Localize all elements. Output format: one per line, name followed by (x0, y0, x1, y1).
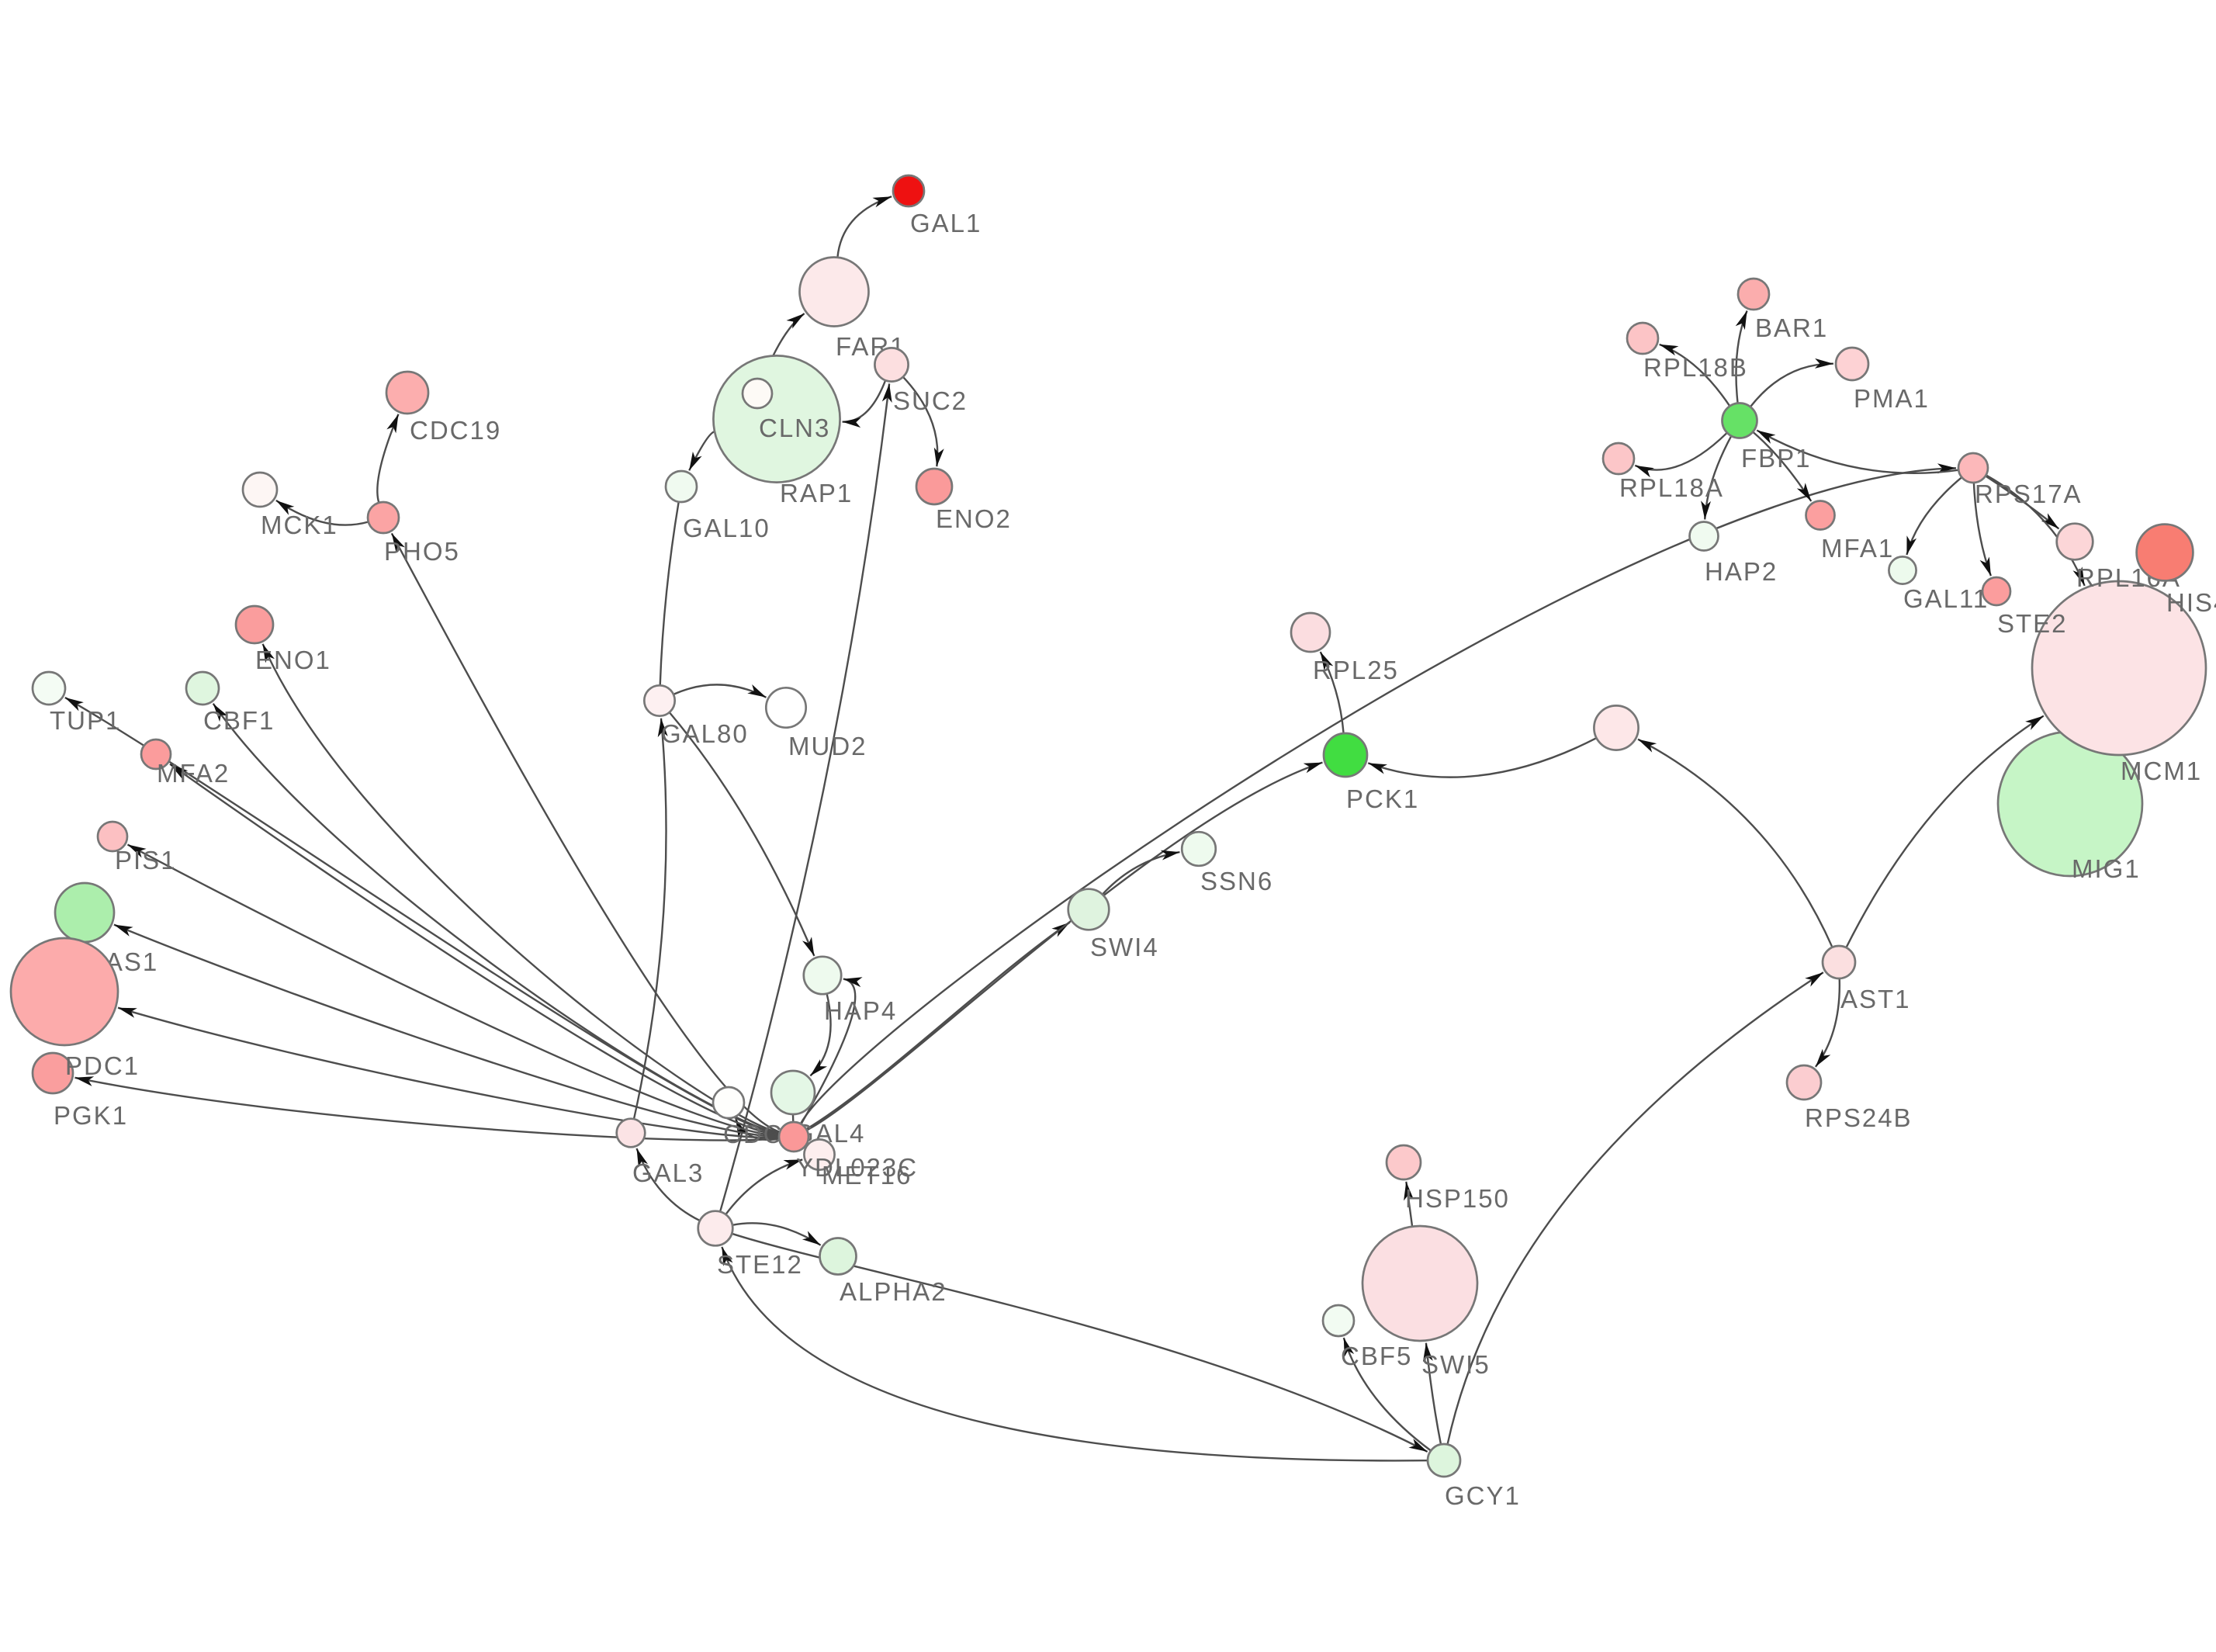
svg-text:GCY1: GCY1 (1445, 1481, 1521, 1510)
svg-text:RAP1: RAP1 (780, 479, 853, 507)
svg-text:GAL80: GAL80 (661, 719, 749, 748)
svg-text:RPS17A: RPS17A (1975, 480, 2083, 508)
svg-text:ALPHA2: ALPHA2 (840, 1277, 947, 1306)
svg-text:SSN6: SSN6 (1200, 867, 1273, 895)
svg-text:RPS24B: RPS24B (1805, 1103, 1913, 1132)
svg-text:PMA1: PMA1 (1854, 384, 1930, 413)
svg-text:CBF1: CBF1 (203, 706, 275, 735)
svg-text:FBP1: FBP1 (1741, 444, 1812, 473)
svg-text:CDC19: CDC19 (410, 416, 501, 445)
svg-text:ENO2: ENO2 (936, 504, 1012, 533)
svg-text:TUP1: TUP1 (50, 706, 121, 735)
svg-text:GAL10: GAL10 (683, 514, 770, 542)
svg-text:PDC1: PDC1 (65, 1051, 140, 1080)
svg-text:CBF5: CBF5 (1341, 1342, 1412, 1370)
svg-text:GAL1: GAL1 (910, 209, 982, 237)
svg-text:HAP2: HAP2 (1705, 557, 1778, 586)
svg-text:HAP4: HAP4 (824, 996, 897, 1025)
svg-text:GAL3: GAL3 (632, 1158, 704, 1187)
svg-text:RPL18B: RPL18B (1643, 353, 1748, 382)
svg-text:STE12: STE12 (717, 1250, 803, 1279)
svg-text:MCM1: MCM1 (2121, 757, 2202, 785)
svg-text:STE2: STE2 (1997, 609, 2068, 638)
svg-text:GAL11: GAL11 (1903, 584, 1989, 613)
svg-text:MFA2: MFA2 (157, 759, 230, 788)
svg-text:SWI4: SWI4 (1090, 933, 1159, 961)
svg-text:MCK1: MCK1 (261, 511, 338, 539)
svg-text:ENO1: ENO1 (255, 646, 331, 674)
svg-text:PCK1: PCK1 (1346, 784, 1419, 813)
svg-text:PIS1: PIS1 (115, 846, 177, 874)
svg-text:PGK1: PGK1 (54, 1101, 128, 1130)
svg-text:PHO5: PHO5 (384, 537, 460, 566)
svg-text:RPL18A: RPL18A (1619, 473, 1724, 502)
svg-text:HSP150: HSP150 (1405, 1184, 1510, 1213)
svg-text:CLN3: CLN3 (759, 414, 830, 442)
svg-text:MET16: MET16 (822, 1161, 912, 1190)
svg-text:RPL25: RPL25 (1313, 656, 1399, 684)
svg-text:SUC2: SUC2 (893, 386, 968, 415)
svg-text:MIG1: MIG1 (2072, 854, 2141, 883)
svg-text:MFA1: MFA1 (1821, 534, 1894, 563)
svg-text:YDL023C: YDL023C (796, 1153, 918, 1182)
svg-text:MUD2: MUD2 (788, 732, 867, 760)
svg-text:AST1: AST1 (1840, 985, 1911, 1013)
svg-text:HIS4: HIS4 (2166, 588, 2216, 617)
svg-text:BAR1: BAR1 (1755, 313, 1828, 342)
svg-text:SWI5: SWI5 (1421, 1350, 1491, 1379)
